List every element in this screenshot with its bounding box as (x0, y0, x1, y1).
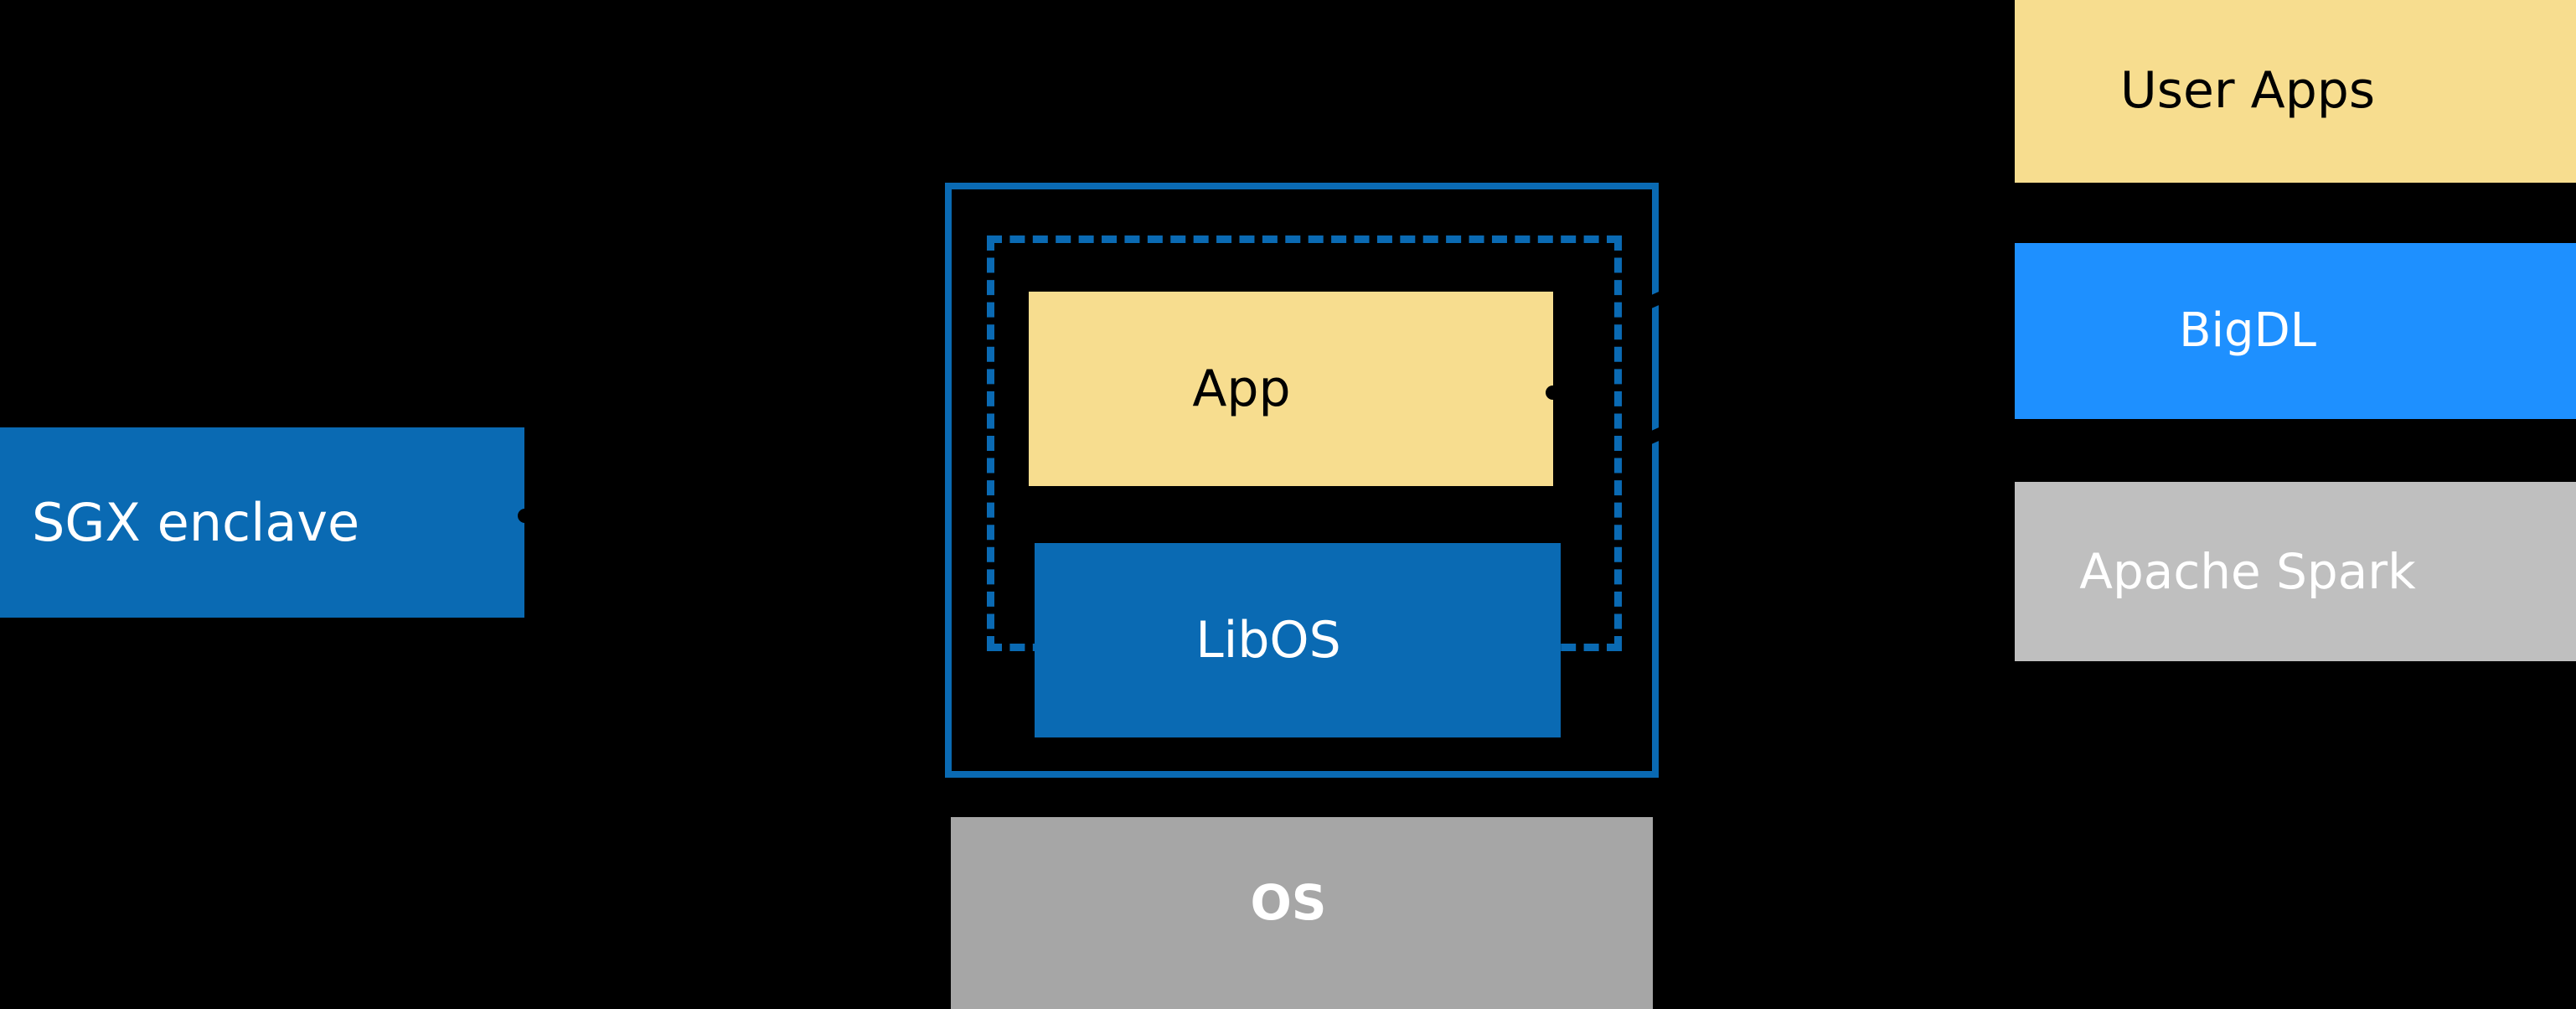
enclave-boundary-solid-frame (945, 183, 1659, 778)
libos-label: LibOS (1195, 610, 1341, 670)
app-label: App (1192, 359, 1291, 418)
bigdl-box[interactable]: BigDL (2015, 243, 2576, 419)
apache-spark-box[interactable]: Apache Spark (2015, 482, 2576, 661)
app-connector-dot (1546, 385, 1560, 400)
libos-box[interactable]: LibOS (1035, 543, 1561, 737)
sgx-enclave-box[interactable]: SGX enclave (0, 427, 524, 618)
app-box[interactable]: App (1029, 292, 1553, 486)
sgx-enclave-connector-dot (518, 509, 532, 523)
user-apps-label: User Apps (2119, 60, 2376, 120)
bigdl-label: BigDL (2179, 303, 2316, 358)
apache-spark-label: Apache Spark (2079, 542, 2416, 600)
os-box[interactable]: OS (951, 817, 1653, 1009)
os-label: OS (1250, 874, 1327, 931)
user-apps-box[interactable]: User Apps (2015, 0, 2576, 183)
sgx-enclave-label: SGX enclave (32, 491, 360, 553)
